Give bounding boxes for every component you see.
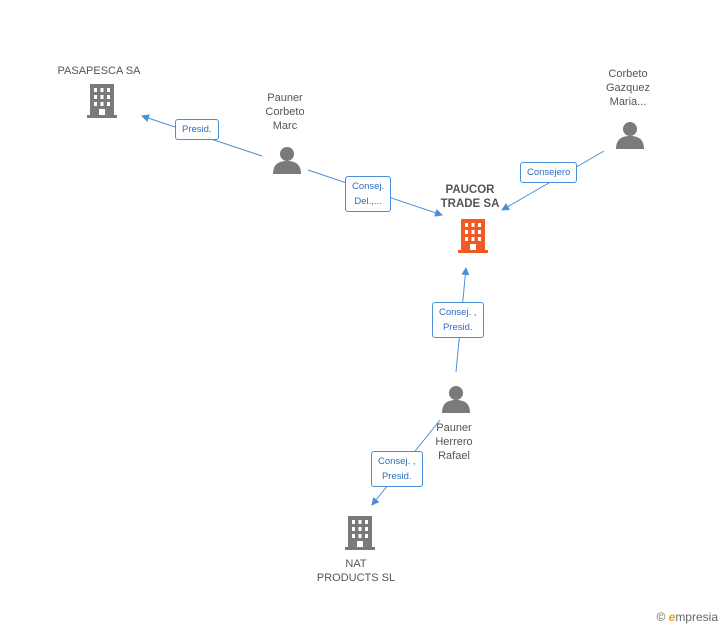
company-name-line: PAUCOR — [445, 184, 495, 196]
role-text: Consejero — [527, 167, 571, 178]
role-text: Del.,... — [354, 196, 382, 207]
building-icon[interactable] — [458, 219, 488, 253]
person-icon[interactable] — [273, 147, 301, 174]
copyright-symbol: © — [656, 610, 666, 624]
company-label-nat[interactable]: NAT PRODUCTS SL — [306, 557, 406, 585]
person-icon[interactable] — [616, 122, 644, 149]
role-text: Consej. , — [378, 456, 416, 467]
edge-label-consejero[interactable]: Consejero — [520, 162, 578, 183]
person-name-line: Pauner — [267, 92, 303, 104]
person-name-line: Rafael — [438, 450, 470, 462]
edge-label-consej-del[interactable]: Consej. Del.,... — [345, 176, 392, 212]
person-name-line: Maria... — [609, 96, 647, 108]
person-label-pauner-marc[interactable]: Pauner Corbeto Marc — [245, 91, 325, 133]
building-icon[interactable] — [345, 516, 375, 550]
edge-label-consej-presid[interactable]: Consej. , Presid. — [432, 302, 484, 338]
edge-label-presid[interactable]: Presid. — [175, 119, 219, 140]
person-name-line: Marc — [272, 120, 298, 132]
person-label-pauner-rafael[interactable]: Pauner Herrero Rafael — [414, 421, 494, 463]
person-icon[interactable] — [442, 386, 470, 413]
person-label-corbeto-maria[interactable]: Corbeto Gazquez Maria... — [588, 67, 668, 109]
company-name-line: NAT — [345, 558, 367, 570]
company-name-line: PRODUCTS SL — [316, 572, 396, 584]
company-label-paucor[interactable]: PAUCOR TRADE SA — [420, 183, 520, 211]
company-name-line: TRADE SA — [440, 198, 500, 210]
brand-logo: © empresia — [656, 610, 718, 624]
building-icon[interactable] — [87, 84, 117, 118]
company-name: PASAPESCA SA — [57, 65, 141, 77]
edge-label-consej-presid[interactable]: Consej. , Presid. — [371, 451, 423, 487]
person-name-line: Corbeto — [608, 68, 648, 80]
brand-initial: e — [668, 610, 676, 624]
role-text: Consej. — [352, 181, 385, 192]
brand-name: mpresia — [675, 610, 718, 624]
role-text: Presid. — [182, 124, 212, 135]
role-text: Presid. — [381, 471, 412, 482]
company-label-pasapesca[interactable]: PASAPESCA SA — [40, 64, 158, 78]
person-name-line: Gazquez — [605, 82, 651, 94]
person-name-line: Herrero — [435, 436, 473, 448]
person-name-line: Corbeto — [265, 106, 305, 118]
role-text: Presid. — [442, 322, 473, 333]
role-text: Consej. , — [439, 307, 477, 318]
person-name-line: Pauner — [436, 422, 472, 434]
